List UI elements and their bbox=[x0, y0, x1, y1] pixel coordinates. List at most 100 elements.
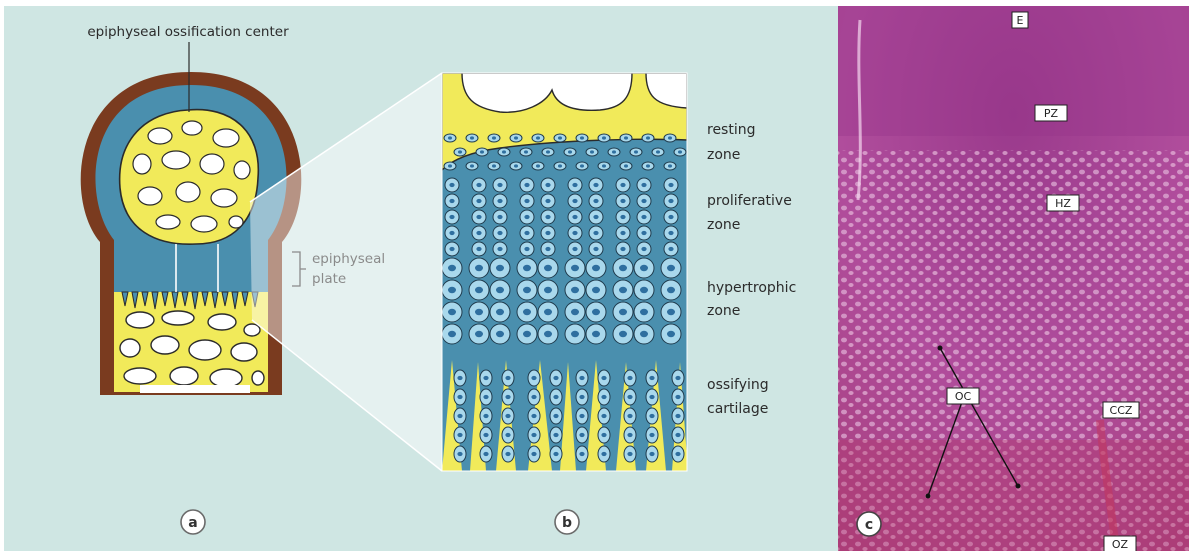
svg-text:c: c bbox=[865, 517, 873, 533]
chondrocyte-nucleus bbox=[536, 164, 540, 167]
chondrocyte-nucleus bbox=[523, 309, 531, 315]
chondrocyte-nucleus bbox=[475, 309, 483, 315]
chondrocyte-nucleus bbox=[593, 231, 598, 235]
chondrocyte-nucleus bbox=[448, 287, 456, 293]
chondrocyte-nucleus bbox=[524, 199, 529, 203]
chondrocyte-nucleus bbox=[646, 136, 650, 139]
chondrocyte-nucleus bbox=[571, 309, 579, 315]
chondrocyte-nucleus bbox=[571, 265, 579, 271]
chondrocyte-nucleus bbox=[649, 414, 654, 418]
chondrocyte-nucleus bbox=[649, 433, 654, 437]
chondrocyte-nucleus bbox=[668, 183, 673, 187]
chondrocyte-nucleus bbox=[497, 247, 502, 251]
chondrocyte-nucleus bbox=[505, 376, 510, 380]
chondrocyte-nucleus bbox=[546, 150, 550, 153]
chondrocyte-nucleus bbox=[483, 395, 488, 399]
chondrocyte-nucleus bbox=[545, 183, 550, 187]
tag-oz: OZ bbox=[1104, 536, 1136, 551]
chondrocyte-nucleus bbox=[572, 247, 577, 251]
chondrocyte-nucleus bbox=[592, 331, 600, 337]
chondrocyte-nucleus bbox=[483, 376, 488, 380]
chondrocyte-nucleus bbox=[627, 395, 632, 399]
chondrocyte-nucleus bbox=[553, 414, 558, 418]
chondrocyte-nucleus bbox=[627, 452, 632, 456]
chondrocyte-nucleus bbox=[572, 199, 577, 203]
chondrocyte-nucleus bbox=[505, 452, 510, 456]
chondrocyte-nucleus bbox=[544, 265, 552, 271]
chondrocyte-nucleus bbox=[668, 199, 673, 203]
chondrocyte-nucleus bbox=[553, 433, 558, 437]
chondrocyte-nucleus bbox=[457, 452, 462, 456]
chondrocyte-nucleus bbox=[641, 199, 646, 203]
chondrocyte-nucleus bbox=[449, 247, 454, 251]
zone-resting-line1: resting bbox=[707, 122, 756, 138]
chondrocyte-nucleus bbox=[619, 309, 627, 315]
chondrocyte-nucleus bbox=[457, 395, 462, 399]
chondrocyte-nucleus bbox=[505, 433, 510, 437]
svg-text:a: a bbox=[188, 515, 197, 531]
chondrocyte-nucleus bbox=[497, 199, 502, 203]
chondrocyte-nucleus bbox=[572, 183, 577, 187]
chondrocyte-nucleus bbox=[668, 164, 672, 167]
chondrocyte-nucleus bbox=[497, 183, 502, 187]
chondrocyte-nucleus bbox=[544, 331, 552, 337]
chondrocyte-nucleus bbox=[619, 265, 627, 271]
chondrocyte-nucleus bbox=[475, 265, 483, 271]
chondrocyte-nucleus bbox=[523, 265, 531, 271]
chondrocyte-nucleus bbox=[667, 287, 675, 293]
chondrocyte-nucleus bbox=[457, 414, 462, 418]
chondrocyte-nucleus bbox=[571, 287, 579, 293]
chondrocyte-nucleus bbox=[675, 414, 680, 418]
chondrocyte-nucleus bbox=[593, 247, 598, 251]
tag-pz: PZ bbox=[1035, 105, 1067, 121]
chondrocyte-nucleus bbox=[649, 395, 654, 399]
chondrocyte-nucleus bbox=[593, 215, 598, 219]
chondrocyte-nucleus bbox=[640, 309, 648, 315]
chondrocyte-nucleus bbox=[475, 331, 483, 337]
svg-text:PZ: PZ bbox=[1044, 107, 1059, 120]
chondrocyte-nucleus bbox=[497, 215, 502, 219]
chondrocyte-nucleus bbox=[545, 231, 550, 235]
chondrocyte-nucleus bbox=[627, 414, 632, 418]
chondrocyte-nucleus bbox=[620, 199, 625, 203]
chondrocyte-nucleus bbox=[476, 199, 481, 203]
chondrocyte-nucleus bbox=[667, 265, 675, 271]
svg-text:OC: OC bbox=[955, 390, 972, 403]
chondrocyte-nucleus bbox=[649, 376, 654, 380]
chondrocyte-nucleus bbox=[449, 183, 454, 187]
chondrocyte-nucleus bbox=[601, 452, 606, 456]
chondrocyte-nucleus bbox=[483, 414, 488, 418]
chondrocyte-nucleus bbox=[675, 376, 680, 380]
chondrocyte-nucleus bbox=[544, 287, 552, 293]
chondrocyte-nucleus bbox=[592, 309, 600, 315]
chondrocyte-nucleus bbox=[524, 150, 528, 153]
chondrocyte-nucleus bbox=[475, 287, 483, 293]
chondrocyte-nucleus bbox=[492, 164, 496, 167]
chondrocyte-nucleus bbox=[457, 376, 462, 380]
chondrocyte-nucleus bbox=[497, 231, 502, 235]
chondrocyte-nucleus bbox=[449, 215, 454, 219]
chondrocyte-nucleus bbox=[667, 309, 675, 315]
zone-resting-line2: zone bbox=[707, 147, 740, 163]
chondrocyte-nucleus bbox=[601, 433, 606, 437]
chondrocyte-nucleus bbox=[620, 247, 625, 251]
chondrocyte-nucleus bbox=[457, 433, 462, 437]
zone-proliferative-line1: proliferative bbox=[707, 193, 792, 209]
chondrocyte-nucleus bbox=[612, 150, 616, 153]
chondrocyte-nucleus bbox=[579, 433, 584, 437]
chondrocyte-nucleus bbox=[492, 136, 496, 139]
zone-ossifying-line1: ossifying bbox=[707, 377, 769, 393]
chondrocyte-nucleus bbox=[496, 265, 504, 271]
chondrocyte-nucleus bbox=[448, 265, 456, 271]
chondrocyte-nucleus bbox=[476, 231, 481, 235]
chondrocyte-nucleus bbox=[641, 215, 646, 219]
panel-letter-c: c bbox=[857, 512, 881, 536]
chondrocyte-nucleus bbox=[448, 136, 452, 139]
svg-text:b: b bbox=[562, 515, 572, 531]
panel-b-growth-plate bbox=[442, 73, 688, 471]
panel-c-micrograph bbox=[838, 6, 1189, 551]
chondrocyte-nucleus bbox=[505, 395, 510, 399]
chondrocyte-nucleus bbox=[483, 452, 488, 456]
chondrocyte-nucleus bbox=[590, 150, 594, 153]
chondrocyte-nucleus bbox=[579, 414, 584, 418]
